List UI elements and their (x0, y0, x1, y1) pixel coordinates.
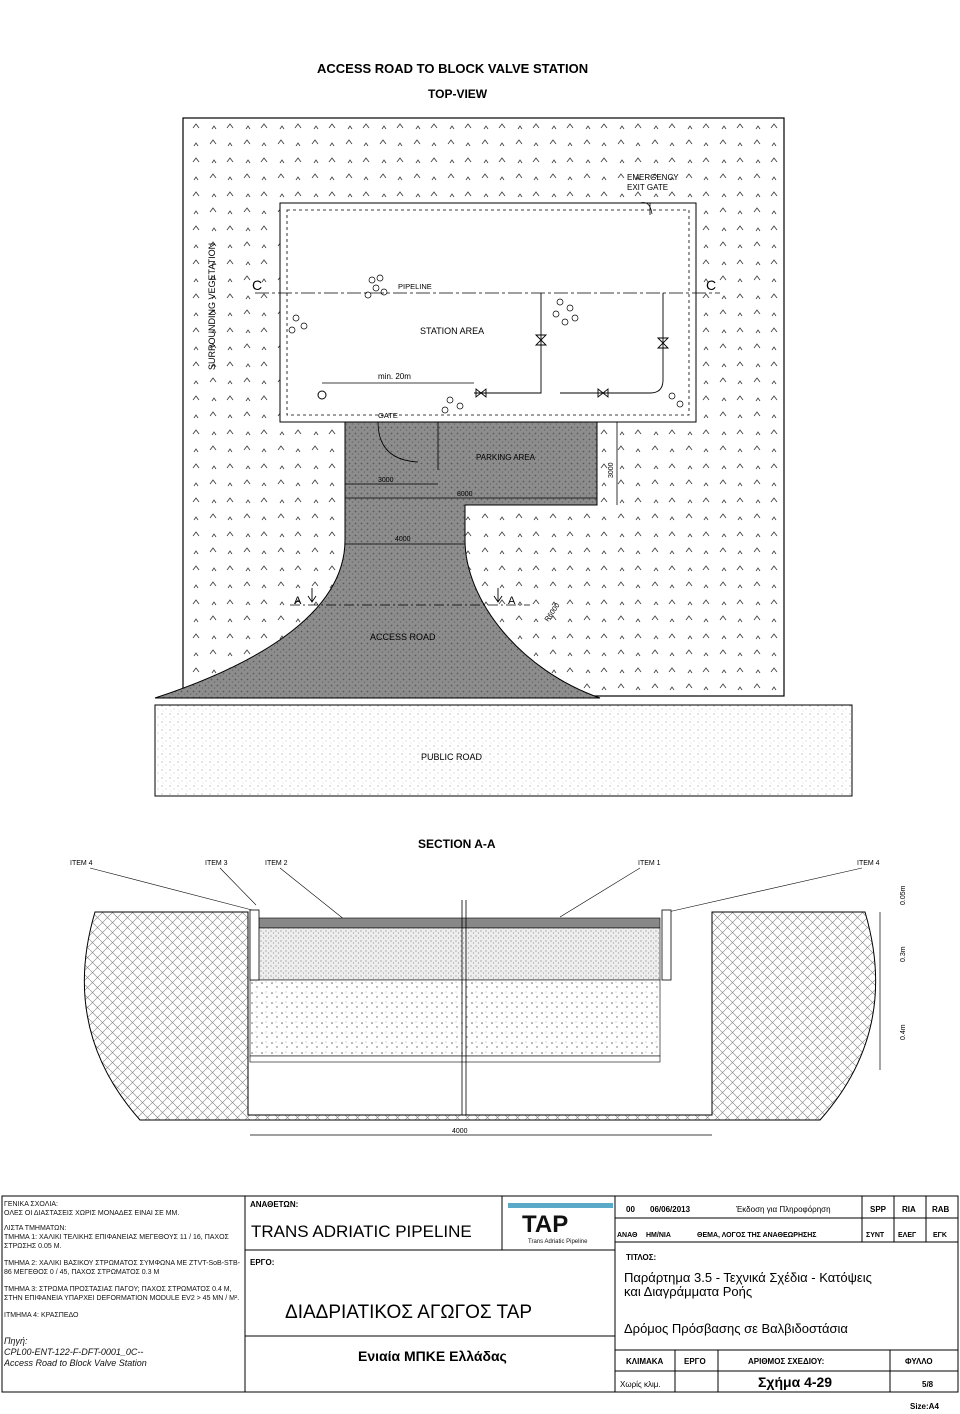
drawing-subtitle: TOP-VIEW (428, 87, 488, 101)
title-block-revision-chk-text: RIA (902, 1205, 916, 1214)
general-notes-text: ΟΛΕΣ ΟΙ ΔΙΑΣΤΑΣΕΙΣ ΧΩΡΙΣ ΜΟΝΑΔΕΣ ΕΙΝΑΙ Σ… (4, 1210, 180, 1217)
page-size: Size:A4 (910, 1402, 939, 1411)
item-1-note: ΤΜΗΜΑ 1: ΧΑΛΙΚΙ ΤΕΛΙΚΗΣ ΕΠΙΦΑΝΕΙΑΣ ΜΕΓΕΘ… (4, 1234, 229, 1250)
access-road-label: ACCESS ROAD (370, 632, 436, 642)
item-4-note: ΙΤΜΗΜΑ 4: ΚΡΑΣΠΕΔΟ (4, 1312, 79, 1319)
title-line-1: Παράρτημα 3.5 - Τεχνικά Σχέδια - Κατόψει… (624, 1270, 872, 1285)
title-block-revision-date-text: 06/06/2013 (650, 1205, 691, 1214)
item-3-note: ΤΜΗΜΑ 3: ΣΤΡΩΜΑ ΠΡΟΣΤΑΣΙΑΣ ΠΑΓΟΥ; ΠΑΧΟΣ … (4, 1286, 240, 1302)
title-block-revision-h-anath-text: ΑΝΑΘ (617, 1232, 638, 1239)
layer-frost-protection (249, 979, 661, 1057)
kerb-left (249, 909, 260, 981)
drawing-labels-cl-right-text: C (706, 277, 716, 293)
source-title: Access Road to Block Valve Station (4, 1358, 147, 1368)
scale-value: Χωρίς κλιμ. (620, 1380, 661, 1389)
drawing-title: ACCESS ROAD TO BLOCK VALVE STATION (317, 61, 588, 76)
ground-profile (83, 911, 877, 1121)
drawing-section-items-1-text: ITEM 3 (205, 860, 228, 867)
drawing-labels-section-marker-right-text: A (508, 595, 516, 607)
drawing-labels-cl-left-text: C (252, 277, 262, 293)
drawing-section-dims-0-text: 0.05m (900, 885, 907, 905)
public-road (154, 704, 853, 797)
title-block-h-number-text: ΑΡΙΘΜΟΣ ΣΧΕΔΙΟΥ: (748, 1357, 824, 1366)
title-block-revision-h-egk-text: ΕΓΚ (933, 1232, 947, 1239)
drawing-section-items-3-text: ITEM 1 (638, 860, 661, 867)
item-2-note: ΤΜΗΜΑ 2: ΧΑΛΙΚΙ ΒΑΣΙΚΟΥ ΣΤΡΩΜΑΤΟΣ ΣΥΜΦΩΝ… (4, 1260, 240, 1276)
drawing-section-items-4-text: ITEM 4 (857, 860, 880, 867)
title-block-revision-h-synt-text: ΣΥΝΤ (866, 1232, 885, 1239)
title-block-h-sheet-text: ΦΥΛΛΟ (905, 1357, 933, 1366)
project-name: ΔΙΑΔΡΙΑΤΙΚΟΣ ΑΓΩΓΟΣ ΤΑΡ (285, 1302, 532, 1323)
exit-gate-label: EXIT GATE (627, 183, 668, 192)
section-title: SECTION A-A (418, 837, 496, 851)
title-block-frame (1, 1195, 959, 1393)
title-block-h-ergo-text: ΕΡΓΟ (684, 1357, 706, 1366)
layer-base-gravel (249, 927, 661, 981)
title-block-revision-h-desc-text: ΘΕΜΑ, ΛΟΓΟΣ ΤΗΣ ΑΝΑΘΕΩΡΗΣΗΣ (697, 1232, 816, 1239)
drawing-labels-dim-3000-b-text: 3000 (608, 462, 615, 478)
title-line-2: και Διαγράμματα Ροής (624, 1284, 752, 1299)
sheet-number: 5/8 (922, 1380, 934, 1389)
drawing-section-dims-2-text: 0.4m (900, 1024, 907, 1040)
pebbles (288, 274, 684, 414)
project-label: ΕΡΓΟ: (250, 1258, 274, 1267)
gate-label: GATE (378, 411, 398, 420)
emergency-label: EMERGENCY (627, 173, 679, 182)
source-label: Πηγή: (4, 1336, 28, 1346)
drawing-section-width-text: 4000 (452, 1128, 468, 1135)
tap-logo: TAP Trans Adriatic Pipeline (508, 1203, 613, 1245)
title-block-logo-sub-text: Trans Adriatic Pipeline (528, 1239, 588, 1245)
source-code: CPL00-ENT-122-F-DFT-0001_0C-- (4, 1347, 144, 1357)
drawing-section-dims-1-text: 0.3m (900, 946, 907, 962)
title-label: ΤΙΤΛΟΣ: (626, 1253, 656, 1262)
drawing-section-items-0-text: ITEM 4 (70, 860, 93, 867)
study-name: Ενιαία ΜΠΚΕ Ελλάδας (358, 1348, 507, 1364)
general-notes-label: ΓΕΝΙΚΑ ΣΧΟΛΙΑ: (4, 1201, 58, 1208)
drawing-labels-dim-8000-text: 8000 (457, 491, 473, 498)
drawing-labels-dim-4000-text: 4000 (395, 536, 411, 543)
pipeline-label: PIPELINE (398, 282, 432, 291)
title-block-h-scale-text: ΚΛΙΜΑΚΑ (626, 1357, 664, 1366)
valve-icon (475, 334, 670, 398)
client-name: TRANS ADRIATIC PIPELINE (251, 1222, 472, 1241)
title-block-revision-by-text: SPP (870, 1205, 887, 1214)
title-block-logo-text-text: TAP (522, 1211, 568, 1238)
title-block-revision-appr-text: RAB (932, 1205, 950, 1214)
drawing-labels-section-marker-left-text: A (294, 595, 302, 607)
access-road-surface (154, 421, 601, 699)
drawing-labels-surrounding-vegetation-text: SURROUNDING VEGETATION (207, 243, 217, 370)
public-road-label: PUBLIC ROAD (421, 752, 483, 762)
client-label: ΑΝΑΘΕΤΩΝ: (250, 1200, 298, 1209)
title-block-revision-desc-text: Έκδοση για Πληροφόρηση (735, 1205, 831, 1214)
title-block-revision-h-date-text: ΗΜ/ΝΙΑ (646, 1232, 671, 1239)
title-line-3: Δρόμος Πρόσβασης σε Βαλβιδοστάσια (624, 1321, 848, 1336)
title-block-revision-rev-text: 00 (626, 1205, 635, 1214)
min-20m-label: min. 20m (378, 372, 411, 381)
station-area-label: STATION AREA (420, 326, 484, 336)
drawing-labels-dim-3000-a-text: 3000 (378, 477, 394, 484)
station-area (279, 202, 697, 423)
item-list-label: ΛΙΣΤΑ ΤΜΗΜΑΤΩΝ: (4, 1225, 67, 1232)
kerb-right (661, 909, 672, 981)
drawing-section-items-2-text: ITEM 2 (265, 860, 288, 867)
figure-number: Σχήμα 4-29 (758, 1374, 832, 1390)
parking-area-label: PARKING AREA (476, 453, 536, 462)
title-block-revision-h-eleg-text: ΕΛΕΓ (898, 1232, 917, 1239)
